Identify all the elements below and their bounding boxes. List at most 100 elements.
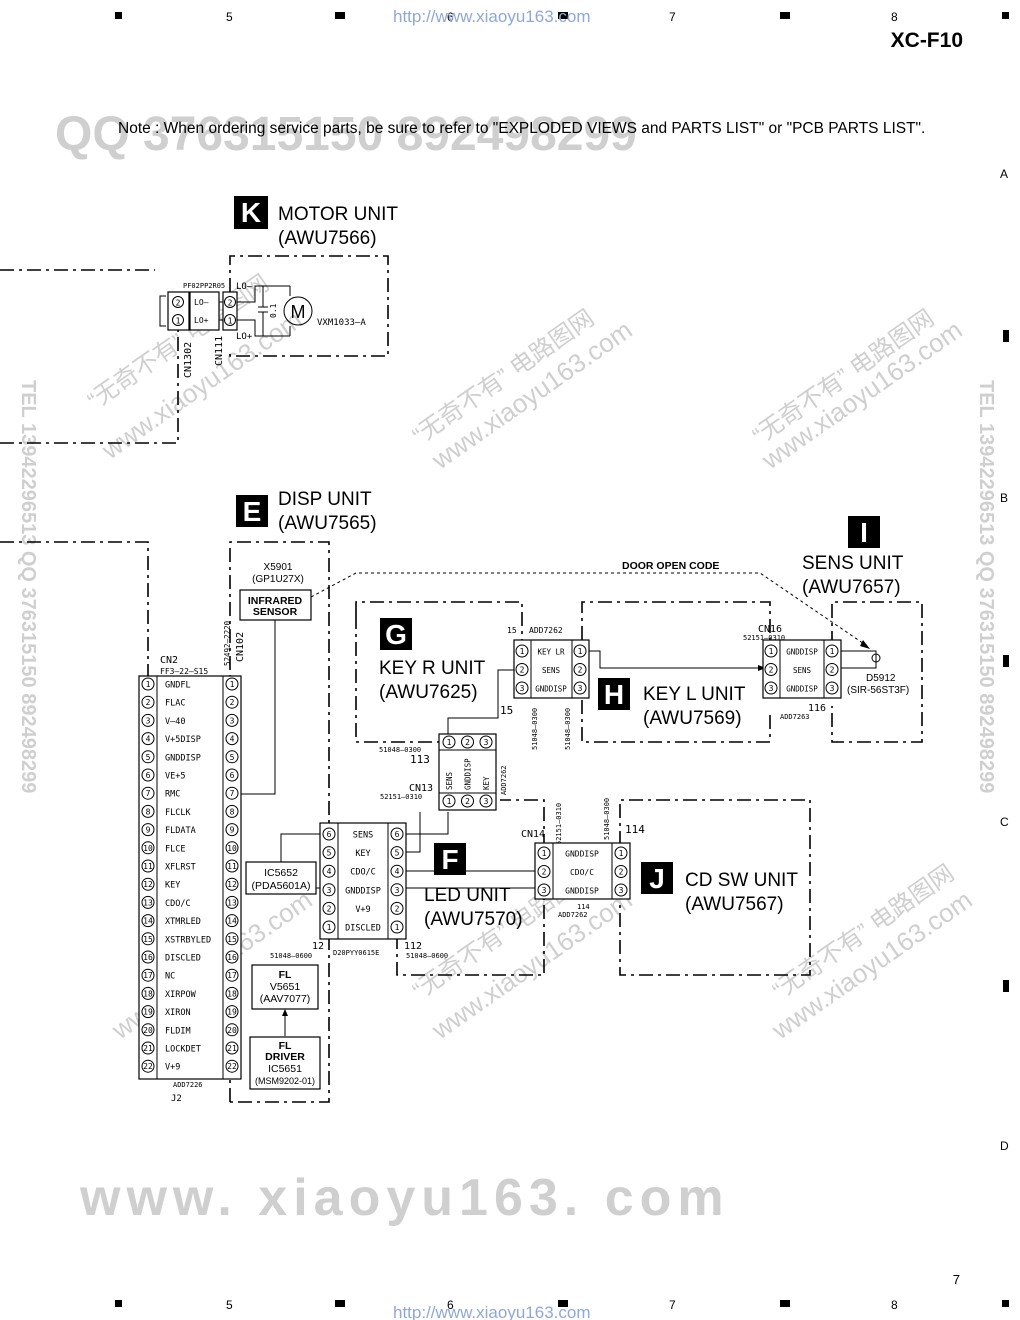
pin-number: 8	[230, 807, 235, 816]
pin-signal: CDO/C	[570, 868, 594, 877]
unit-letter-keyl: H	[604, 679, 624, 710]
pin-circle	[225, 1041, 239, 1055]
pin-number: 4	[327, 867, 332, 876]
column-number: 6	[447, 10, 454, 24]
pin-circle	[479, 735, 493, 749]
pin-circle	[537, 846, 551, 860]
pin-circle	[225, 968, 239, 982]
motor-conn-part: PF02PP2R05	[183, 282, 225, 290]
pin-signal: CDO/C	[350, 868, 376, 878]
pin-circle	[537, 865, 551, 878]
keyr-top-num: 15	[507, 626, 517, 635]
column-number: 8	[891, 1298, 898, 1312]
pin-signal: V+5DISP	[165, 735, 201, 745]
cn13-label: CN13	[409, 783, 433, 794]
cn13-num: 113	[410, 753, 430, 766]
cn13-side-part: ADD7262	[500, 765, 508, 795]
pin-number: 1	[520, 647, 525, 656]
pin-signal: GNDDISP	[786, 648, 818, 657]
pin-number: 3	[542, 886, 547, 895]
unit-name-keyr: KEY R UNIT	[379, 658, 486, 679]
fl-ref: V5651	[270, 981, 301, 993]
pin-circle	[225, 804, 239, 818]
pin-circle	[225, 677, 239, 691]
pin-number: 4	[230, 735, 235, 744]
pin-circle	[225, 932, 239, 946]
pin-signal: FLCLK	[165, 808, 191, 818]
pin-circle	[764, 663, 778, 676]
pin-number: 18	[143, 989, 153, 998]
ir-line2: SENSOR	[253, 606, 298, 618]
wire-lo-minus	[237, 285, 290, 303]
pin-number: 5	[395, 849, 400, 858]
border-mark	[1003, 655, 1009, 667]
pin-circle	[141, 823, 155, 837]
cn2-body	[138, 675, 242, 1080]
pin-circle	[764, 681, 778, 695]
header-url[interactable]: http://www.xiaoyu163.com	[393, 7, 590, 26]
pin-number: 1	[447, 738, 452, 747]
unit-letter-motor: K	[241, 197, 261, 228]
pin-number: 18	[227, 989, 237, 998]
unit-letter-keyr: G	[385, 619, 407, 650]
photodiode-symbol	[871, 653, 881, 663]
pin-number: 17	[227, 971, 237, 980]
boundary-keyr-unit-top	[355, 601, 523, 646]
pin-number: 3	[619, 886, 624, 895]
unit-name-keyl: KEY L UNIT	[643, 684, 746, 705]
pin-signal: GNDDISP	[165, 753, 201, 763]
pin-number: 1	[769, 647, 774, 656]
pin-number: 6	[230, 771, 235, 780]
wire-keyr-to-cn16	[589, 650, 766, 669]
pin-number: 2	[542, 868, 547, 877]
pin-signal: XSTRBYLED	[165, 935, 211, 945]
pin-number: 2	[830, 666, 835, 675]
watermark-bottom: www. xiaoyu163. com	[79, 1169, 730, 1227]
pin-number: 1	[578, 647, 583, 656]
pin-number: 7	[230, 789, 235, 798]
pin-circle	[141, 986, 155, 1000]
pin-circle	[225, 823, 239, 837]
pin-number: 3	[830, 684, 835, 693]
footer-url[interactable]: http://www.xiaoyu163.com	[393, 1303, 590, 1320]
pin-circle	[225, 895, 239, 909]
pin-circle	[141, 895, 155, 909]
row-letter: D	[1000, 1139, 1009, 1153]
row-letter: C	[1000, 815, 1009, 829]
pin-circle	[225, 713, 239, 727]
pin-number: 2	[230, 698, 235, 707]
column-number: 5	[226, 1298, 233, 1312]
pin-number: 1	[230, 680, 235, 689]
pin-number: 20	[227, 1026, 237, 1035]
pin-number: 5	[230, 753, 235, 762]
pin-circle	[225, 768, 239, 782]
pin-signal: FLDIM	[165, 1026, 191, 1036]
pin-number: 10	[143, 844, 153, 853]
pin-number: 1	[327, 923, 332, 932]
pin-circle	[225, 950, 239, 964]
pin-number: 12	[143, 880, 153, 889]
pin-signal: DISCLED	[345, 924, 381, 934]
pin-number: 21	[227, 1044, 237, 1053]
unit-letter-cdsw: J	[649, 863, 665, 894]
pin-circle	[461, 735, 474, 749]
pin-circle	[225, 841, 239, 855]
unit-part-cdsw: (AWU7567)	[685, 894, 784, 915]
pin-number: 2	[228, 299, 233, 308]
pin-circle	[479, 794, 493, 808]
pin-circle	[141, 1005, 155, 1019]
cn-label-cn111: CN111	[214, 336, 225, 366]
pin-circle	[390, 846, 404, 860]
pin-number: 3	[520, 684, 525, 693]
